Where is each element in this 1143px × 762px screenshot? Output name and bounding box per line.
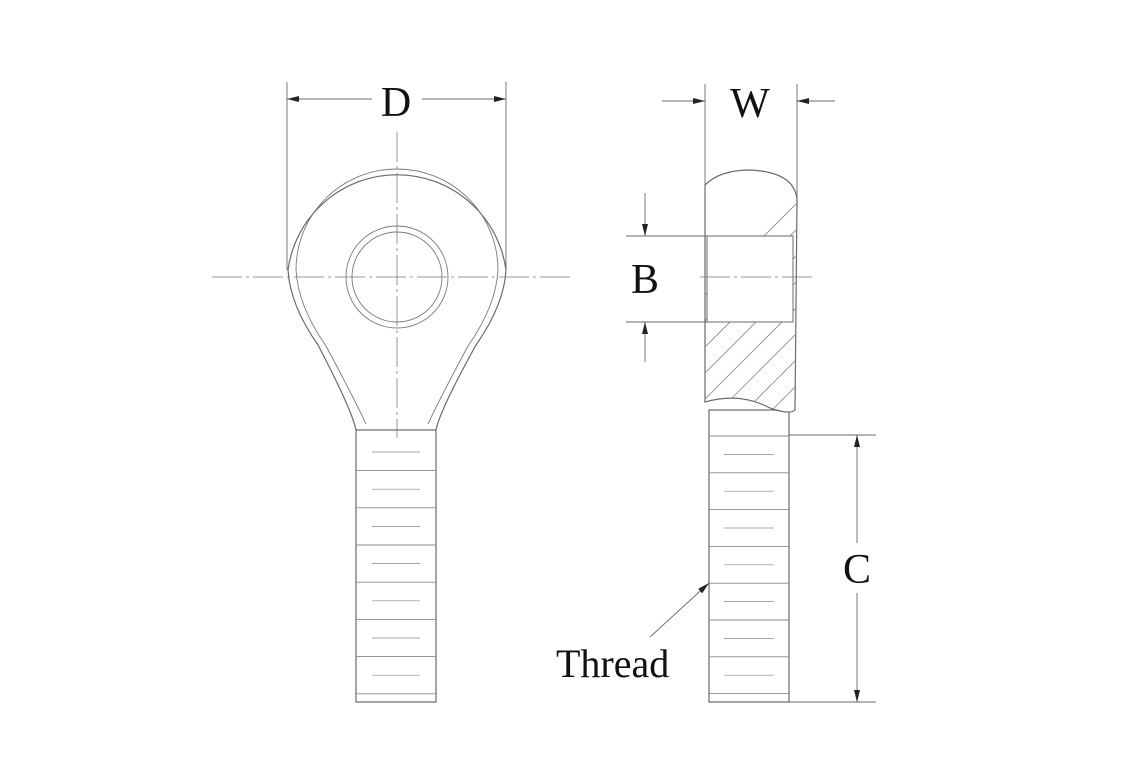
hatch-line — [892, 170, 1142, 420]
hatch-line — [735, 170, 797, 413]
d-label: D — [381, 80, 411, 126]
side-bore — [706, 235, 794, 323]
c-label: C — [843, 547, 871, 593]
thread-label: Thread — [556, 641, 669, 686]
front-shank — [355, 427, 437, 703]
side-view: W B C Thread — [556, 81, 1143, 703]
hatch-line — [814, 170, 1064, 420]
hatch-line — [787, 170, 797, 413]
side-thread-lines — [709, 435, 789, 695]
hatch-line — [705, 170, 797, 413]
hatch-line — [705, 170, 797, 413]
side-shank — [708, 409, 790, 703]
b-label: B — [631, 257, 659, 303]
hatch-line — [866, 170, 1116, 420]
thread-leader — [649, 582, 710, 638]
side-head-hatch — [705, 170, 1143, 420]
front-view: D — [212, 80, 572, 703]
hatch-line — [761, 170, 797, 413]
hatch-line — [918, 170, 1143, 420]
w-label: W — [730, 81, 770, 127]
hatch-line — [944, 170, 1143, 420]
front-thread-lines — [356, 451, 436, 695]
hatch-line — [840, 170, 1090, 420]
hatch-line — [709, 170, 797, 413]
